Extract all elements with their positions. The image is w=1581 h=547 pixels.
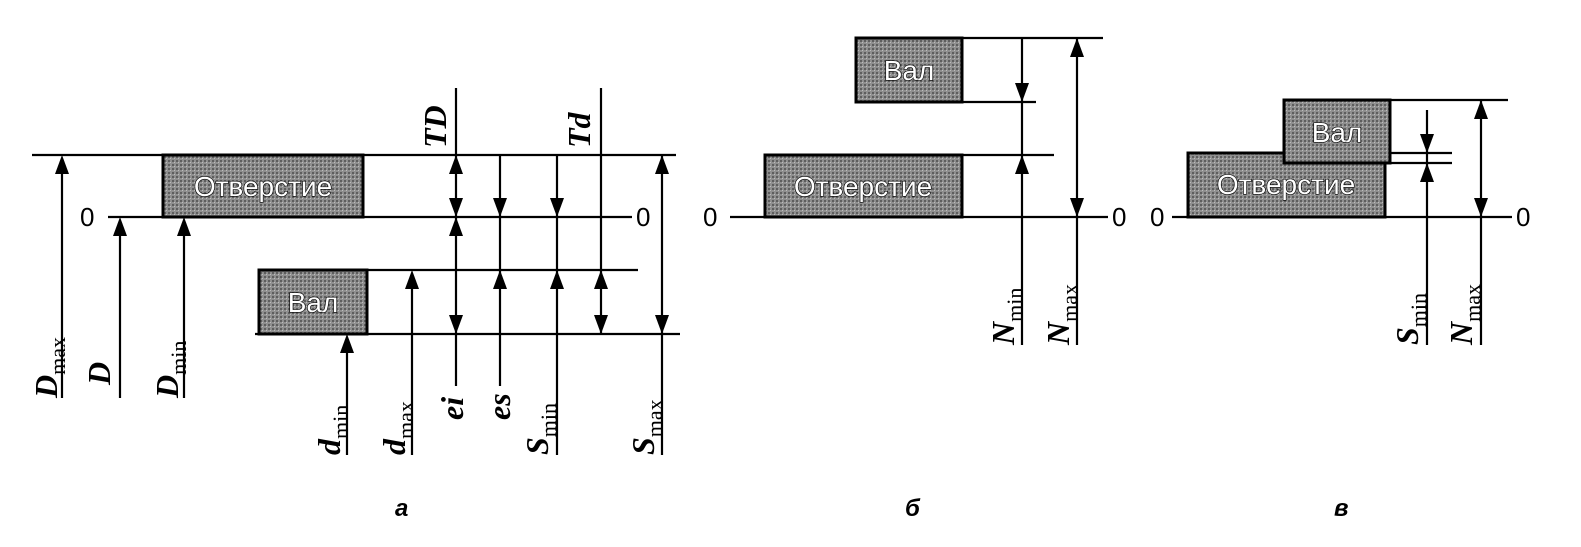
label-D-min: Dmin <box>149 341 191 399</box>
nmin-arrow-down <box>1015 83 1029 102</box>
label-N-max-b: Nmax <box>1040 284 1082 346</box>
smin-c-arrow-down <box>1420 134 1434 153</box>
label-D-max: Dmax <box>28 337 70 399</box>
zero-label-a-left: 0 <box>80 202 94 232</box>
label-ei: ei <box>434 397 470 420</box>
zero-label-b-right: 0 <box>1112 202 1126 232</box>
dmin-hole-arrow <box>177 217 191 236</box>
label-S-min-a: Smin <box>519 403 561 455</box>
shaft-box-b <box>854 36 964 104</box>
ei-arrow-up <box>449 217 463 236</box>
hole-label-c: Отверстие <box>1217 169 1355 200</box>
caption-c: в <box>1334 495 1349 522</box>
nmax-b-arrow-down <box>1070 198 1084 217</box>
shaft-label-a: Вал <box>288 287 339 318</box>
smin-a-arrow-down <box>550 198 564 217</box>
td-arrow-up <box>449 155 463 174</box>
ei-arrow-down <box>449 315 463 334</box>
zero-label-a-right: 0 <box>636 202 650 232</box>
smin-c-arrow-up <box>1420 163 1434 182</box>
td-shaft-arrow-up <box>594 270 608 289</box>
es-arrow-down <box>493 198 507 217</box>
nmin-arrow-up <box>1015 155 1029 174</box>
hole-label-b: Отверстие <box>794 171 932 202</box>
nmax-b-arrow-up <box>1070 38 1084 57</box>
label-N-min-b: Nmin <box>985 288 1027 346</box>
hole-box-a <box>161 153 365 219</box>
label-D: D <box>81 362 117 386</box>
dmax-shaft-arrow <box>405 270 419 289</box>
caption-a: а <box>395 495 408 522</box>
shaft-box-c <box>1282 98 1392 165</box>
label-es: es <box>481 393 517 420</box>
dmax-hole-arrow <box>55 155 69 174</box>
zero-label-c-left: 0 <box>1150 202 1164 232</box>
smax-a-arrow-up <box>655 155 669 174</box>
label-d-max: dmax <box>376 401 418 455</box>
caption-b: б <box>905 495 921 522</box>
smax-a-arrow-down <box>655 315 669 334</box>
dmin-shaft-arrow <box>340 334 354 353</box>
hole-box-b <box>763 153 964 219</box>
d-nominal-arrow <box>113 217 127 236</box>
zero-label-b-left: 0 <box>703 202 717 232</box>
smin-a-arrow-up <box>550 270 564 289</box>
es-arrow-up <box>493 270 507 289</box>
td-shaft-arrow-down <box>594 315 608 334</box>
nmax-c-arrow-up <box>1474 100 1488 119</box>
label-TD: TD <box>417 105 453 148</box>
label-N-max-c: Nmax <box>1443 284 1485 346</box>
label-S-min-c: Smin <box>1389 293 1431 345</box>
zero-label-c-right: 0 <box>1516 202 1530 232</box>
shaft-label-b: Вал <box>884 55 935 86</box>
panel-b: 0 0 Отверстие Вал Nmin Nmax б <box>703 36 1126 522</box>
nmax-c-arrow-down <box>1474 198 1488 217</box>
label-Td: Td <box>561 111 597 148</box>
panel-c: 0 0 Отверстие Вал Smin Nmax в <box>1150 98 1530 522</box>
hole-label-a: Отверстие <box>194 171 332 202</box>
shaft-label-c: Вал <box>1312 117 1363 148</box>
label-S-max-a: Smax <box>625 399 667 455</box>
shaft-box-a <box>257 268 369 336</box>
label-d-min: dmin <box>311 405 353 455</box>
panel-a: 0 0 Отверстие Вал Dmax D Dmin dmin dmax <box>28 88 680 522</box>
td-arrow-down <box>449 198 463 217</box>
